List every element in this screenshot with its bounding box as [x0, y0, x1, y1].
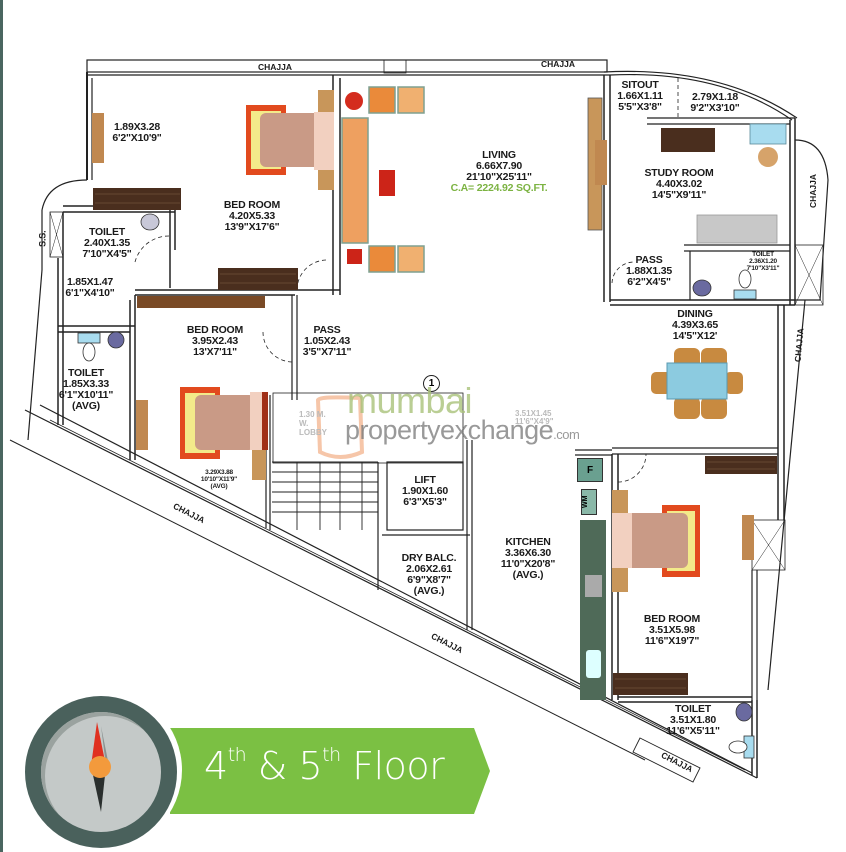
floor-banner [170, 728, 490, 814]
compass-needle-icon [89, 722, 111, 812]
bed-1 [246, 90, 334, 190]
unit-marker: 1 [423, 375, 440, 392]
bed-2 [180, 387, 268, 480]
bed-3 [612, 490, 700, 592]
chajja-label-right-upper: CHAJJA [808, 173, 819, 209]
page-edge-strip [0, 0, 3, 852]
floor-title: 4th & 5th Floor [204, 744, 445, 788]
chajja-label-top-left: CHAJJA [258, 62, 293, 72]
ss-label: S.S. [37, 230, 48, 247]
dining-table-set [651, 348, 743, 419]
washing-machine: WM [581, 489, 597, 515]
fridge: F [577, 458, 603, 482]
living-sofa-set [341, 86, 603, 273]
chajja-label-top-right: CHAJJA [541, 59, 576, 69]
compass-icon [25, 696, 177, 848]
